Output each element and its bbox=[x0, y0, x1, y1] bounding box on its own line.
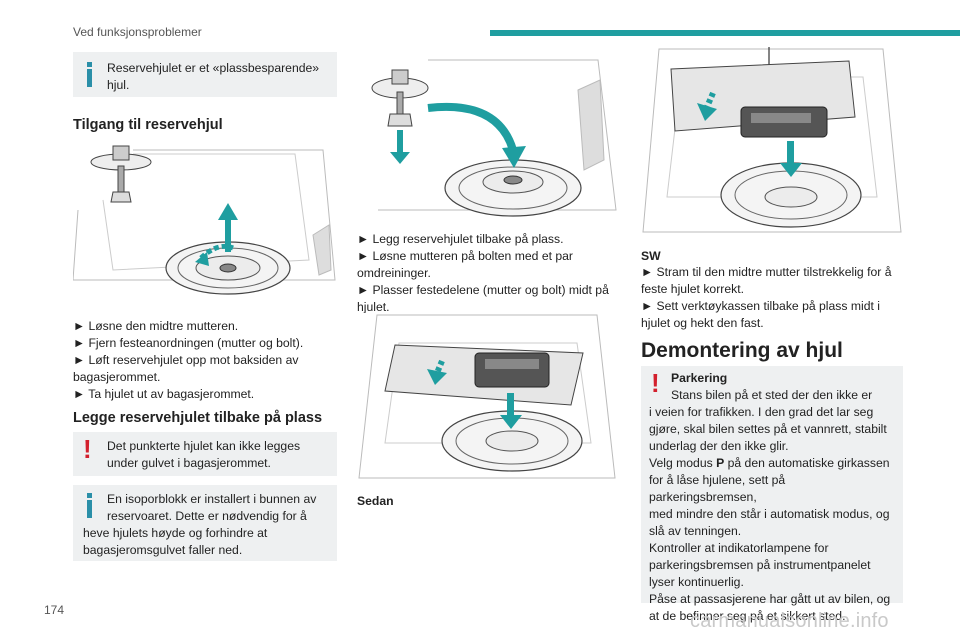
section-heading-access: Tilgang til reservehjul bbox=[73, 117, 223, 133]
step-line: ► Fjern festeanordningen (mutter og bolt… bbox=[73, 336, 304, 350]
warn-line: Påse at passasjerene har gått ut av bile… bbox=[649, 592, 891, 606]
step-line: ► Stram til den midtre mutter tilstrekke… bbox=[641, 265, 892, 279]
illustration-sedan-toolbox bbox=[357, 313, 619, 483]
info-icon bbox=[86, 493, 92, 518]
warn-line: i veien for trafikken. I den grad det la… bbox=[649, 405, 874, 419]
steps-sw: ► Stram til den midtre mutter tilstrekke… bbox=[641, 264, 891, 332]
step-line: ► Løsne den midtre mutteren. bbox=[73, 319, 239, 333]
warn-line: Det punkterte hjulet kan ikke legges bbox=[107, 439, 301, 453]
illustration-refit-spare-wheel bbox=[368, 50, 618, 218]
step-line: hjulet. bbox=[357, 300, 390, 314]
warn-line: under gulvet i bagasjerommet. bbox=[107, 456, 271, 470]
info-icon bbox=[86, 62, 92, 87]
warn-line: Kontroller at indikatorlampene for bbox=[649, 541, 829, 555]
warn-line: Velg modus P på den automatiske girkasse… bbox=[649, 456, 890, 470]
warn-line: gjøre, skal bilen settes på et vannrett,… bbox=[649, 422, 887, 436]
header-accent-bar bbox=[490, 30, 960, 36]
section-heading-wheel-removal: Demontering av hjul bbox=[641, 339, 843, 362]
step-line: ► Løsne mutteren på bolten med et par bbox=[357, 249, 573, 263]
note-line: bagasjeromsgulvet faller ned. bbox=[83, 543, 243, 557]
warn-line: at de befinner seg på et sikkert sted. bbox=[649, 609, 846, 623]
watermark: carmanualsonline.info bbox=[690, 610, 889, 632]
warn-line: med mindre den står i automatisk modus, … bbox=[649, 507, 890, 521]
steps-refit: ► Legg reservehjulet tilbake på plass. ►… bbox=[357, 231, 609, 316]
steps-access: ► Løsne den midtre mutteren. ► Fjern fes… bbox=[73, 318, 303, 403]
warn-line: underlag der den ikke glir. bbox=[649, 439, 789, 453]
info-note-foam-block: En isoporblokk er installert i bunnen av… bbox=[73, 485, 337, 561]
warn-line: parkeringsbremsen på instrumentpanelet bbox=[649, 558, 871, 572]
warn-line: for å låse hjulene, sett på parkeringsbr… bbox=[649, 473, 786, 504]
step-line: ► Legg reservehjulet tilbake på plass. bbox=[357, 232, 564, 246]
warn-title: Parkering bbox=[671, 371, 728, 385]
warning-icon: ! bbox=[83, 434, 92, 464]
step-line: ► Sett verktøykassen tilbake på plass mi… bbox=[641, 299, 880, 313]
step-line: ► Ta hjulet ut av bagasjerommet. bbox=[73, 387, 255, 401]
page-number: 174 bbox=[44, 603, 65, 617]
step-line: bagasjerommet. bbox=[73, 370, 161, 384]
step-line: omdreininger. bbox=[357, 266, 431, 280]
step-line: ► Plasser festedelene (mutter og bolt) m… bbox=[357, 283, 609, 297]
warn-line: slå av tenningen. bbox=[649, 524, 742, 538]
step-line: feste hjulet korrekt. bbox=[641, 282, 744, 296]
warn-line: Stans bilen på et sted der den ikke er bbox=[671, 388, 873, 402]
section-heading-refit: Legge reservehjulet tilbake på plass bbox=[73, 410, 323, 426]
note-line: En isoporblokk er installert i bunnen av bbox=[107, 492, 317, 506]
sedan-label: Sedan bbox=[357, 494, 394, 508]
note-line: heve hjulets høyde og forhindre at bbox=[83, 526, 268, 540]
info-note-spacesaver: Reservehjulet er et «plassbesparende» hju… bbox=[73, 52, 337, 97]
warning-note-flat-tyre: ! Det punkterte hjulet kan ikke legges un… bbox=[73, 432, 337, 476]
warning-icon: ! bbox=[651, 368, 660, 398]
sw-label: SW bbox=[641, 249, 661, 263]
running-header: Ved funksjonsproblemer bbox=[73, 25, 202, 39]
illustration-access-spare-wheel bbox=[73, 140, 337, 300]
step-line: hjulet og hekt den fast. bbox=[641, 316, 764, 330]
note-line: Reservehjulet er et «plassbesparende» bbox=[107, 61, 320, 75]
step-line: ► Løft reservehjulet opp mot baksiden av bbox=[73, 353, 299, 367]
illustration-sw-toolbox bbox=[641, 47, 903, 237]
warn-line: lyser kontinuerlig. bbox=[649, 575, 744, 589]
note-line: hjul. bbox=[107, 78, 130, 92]
note-line: reservoaret. Dette er nødvendig for å bbox=[107, 509, 307, 523]
